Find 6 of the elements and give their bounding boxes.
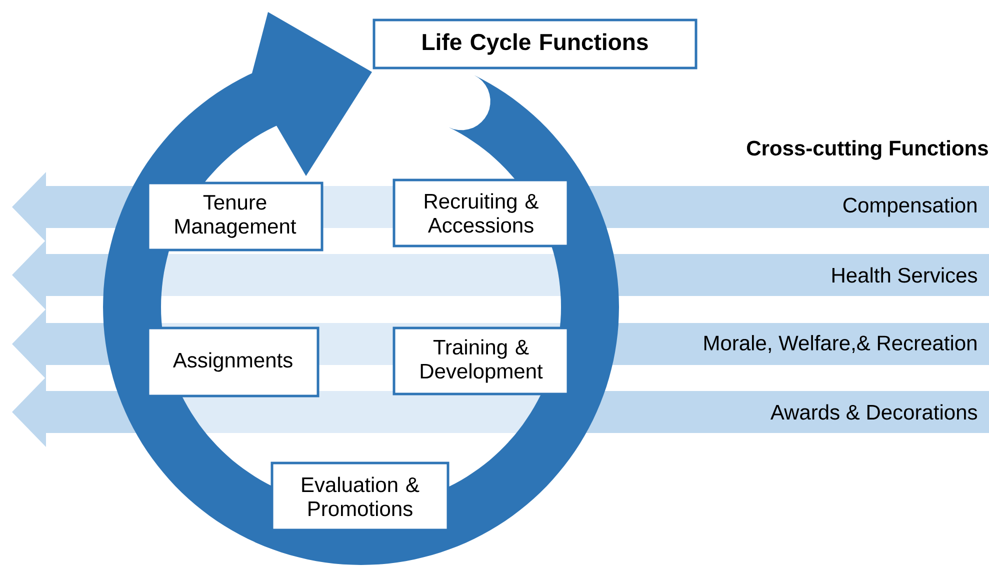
function-box: Training & Development	[392, 326, 570, 396]
function-box: Assignments	[146, 326, 320, 398]
function-box: Recruiting & Accessions	[392, 178, 570, 248]
function-box: Tenure Management	[146, 182, 324, 252]
function-box: Evaluation & Promotions	[270, 462, 450, 532]
title-box: Life Cycle Functions	[372, 18, 698, 70]
